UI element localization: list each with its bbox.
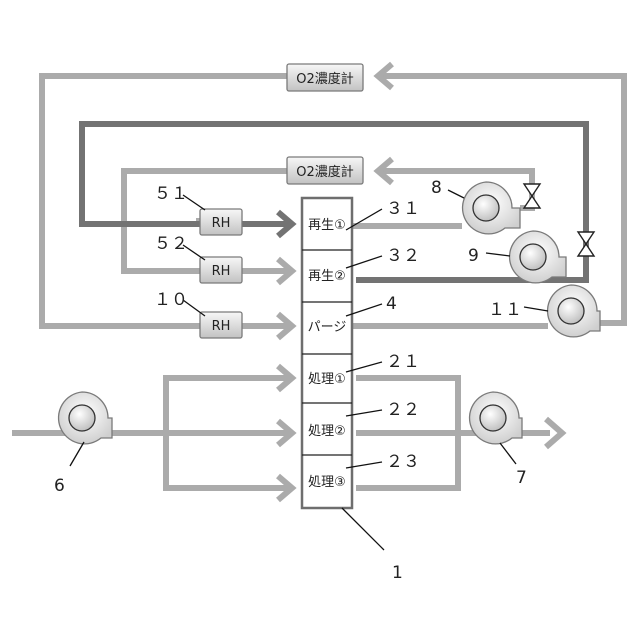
blower-icon (59, 392, 112, 444)
ref-7: 7 (516, 468, 527, 488)
ref-22: ２２ (386, 400, 420, 420)
rh-box-10: RH (200, 312, 242, 338)
o2-meter-top-label: O2濃度計 (296, 71, 354, 87)
section-regen1: 再生① (308, 218, 346, 233)
ref-11: １１ (488, 300, 522, 320)
section-process2: 処理② (308, 424, 346, 439)
section-regen2: 再生② (308, 269, 346, 284)
ref-4: 4 (386, 294, 397, 314)
ref-1: 1 (392, 563, 403, 583)
section-process3: 処理③ (308, 475, 346, 490)
ref-10: １０ (154, 290, 188, 310)
rh-10-label: RH (212, 319, 231, 334)
o2-meter-mid-label: O2濃度計 (296, 164, 354, 180)
blower-icon (463, 182, 520, 234)
section-process1: 処理① (308, 372, 346, 387)
ref-23: ２３ (386, 452, 420, 472)
blower-icon (510, 231, 566, 283)
valve-icon (578, 232, 594, 256)
rh-52-label: RH (212, 264, 231, 279)
ref-9: 9 (468, 246, 479, 266)
ref-8: 8 (431, 178, 442, 198)
rotor: 再生① 再生② パージ 処理① 処理② 処理③ (302, 198, 352, 508)
o2-meter-mid: O2濃度計 (287, 157, 363, 184)
ref-51: ５１ (154, 184, 188, 204)
blower-icon (470, 392, 522, 444)
ref-32: ３２ (386, 246, 420, 266)
ref-6: 6 (54, 476, 65, 496)
ref-21: ２１ (386, 352, 420, 372)
rh-box-51: RH (200, 209, 242, 235)
rh-box-52: RH (200, 257, 242, 283)
rh-51-label: RH (212, 216, 231, 231)
blower-icon (548, 285, 600, 337)
ref-52: ５２ (154, 234, 188, 254)
o2-meter-top: O2濃度計 (287, 64, 363, 91)
valve-icon (524, 184, 540, 208)
section-purge: パージ (308, 320, 347, 335)
ref-31: ３１ (386, 199, 420, 219)
